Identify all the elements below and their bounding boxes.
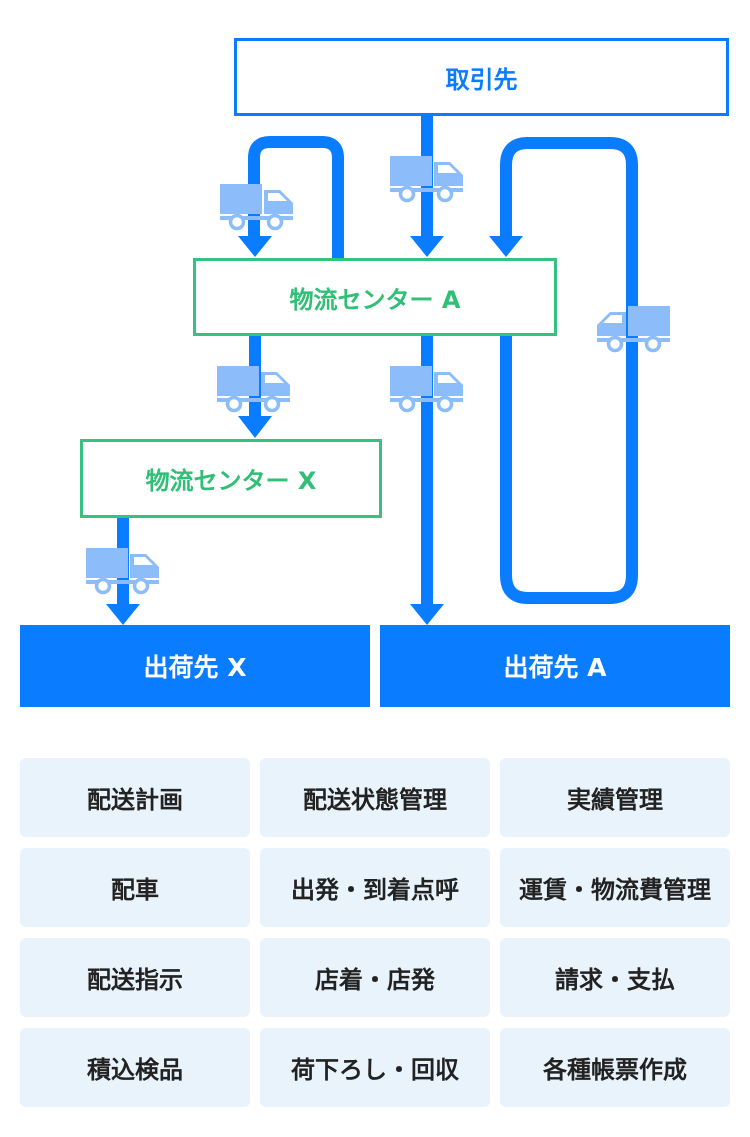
feature-item: 荷下ろし・回収 <box>260 1028 490 1107</box>
logistics-center-x-node: 物流センター X <box>80 439 382 518</box>
logistics-center-a-label: 物流センター A <box>289 285 461 314</box>
arrowhead-center-a-right <box>489 236 523 257</box>
destination-a-label: 出荷先 A <box>503 653 607 682</box>
logistics-center-a-node: 物流センター A <box>193 258 557 336</box>
feature-item: 店着・店発 <box>260 938 490 1017</box>
logistics-center-x-label: 物流センター X <box>145 467 317 495</box>
feature-item: 運賃・物流費管理 <box>500 848 730 927</box>
arrowhead-center-a-mid <box>410 236 444 257</box>
arrowhead-center-x <box>238 416 272 438</box>
feature-item: 配送計画 <box>20 758 250 837</box>
feature-item: 出発・到着点呼 <box>260 848 490 927</box>
client-label: 取引先 <box>445 65 518 94</box>
destination-x-node: 出荷先 X <box>20 625 370 707</box>
arrowhead-dest-x <box>106 604 140 625</box>
feature-item: 実績管理 <box>500 758 730 837</box>
feature-grid: 配送計画 配送状態管理 実績管理 配車 出発・到着点呼 運賃・物流費管理 配送指… <box>20 758 730 1107</box>
arrowhead-dest-a <box>410 604 444 625</box>
arrowhead-center-a-left <box>238 236 272 257</box>
feature-item: 配送指示 <box>20 938 250 1017</box>
feature-item: 各種帳票作成 <box>500 1028 730 1107</box>
client-node: 取引先 <box>234 38 729 116</box>
feature-item: 請求・支払 <box>500 938 730 1017</box>
feature-item: 配送状態管理 <box>260 758 490 837</box>
flow-loop-return <box>500 137 638 604</box>
feature-item: 配車 <box>20 848 250 927</box>
flow-diagram <box>84 116 672 625</box>
destination-a-node: 出荷先 A <box>380 625 730 707</box>
flow-loop-center-a-left <box>248 136 344 258</box>
flow-line-center-a-to-dest-a <box>421 336 433 606</box>
feature-item: 積込検品 <box>20 1028 250 1107</box>
destination-x-label: 出荷先 X <box>143 653 247 682</box>
